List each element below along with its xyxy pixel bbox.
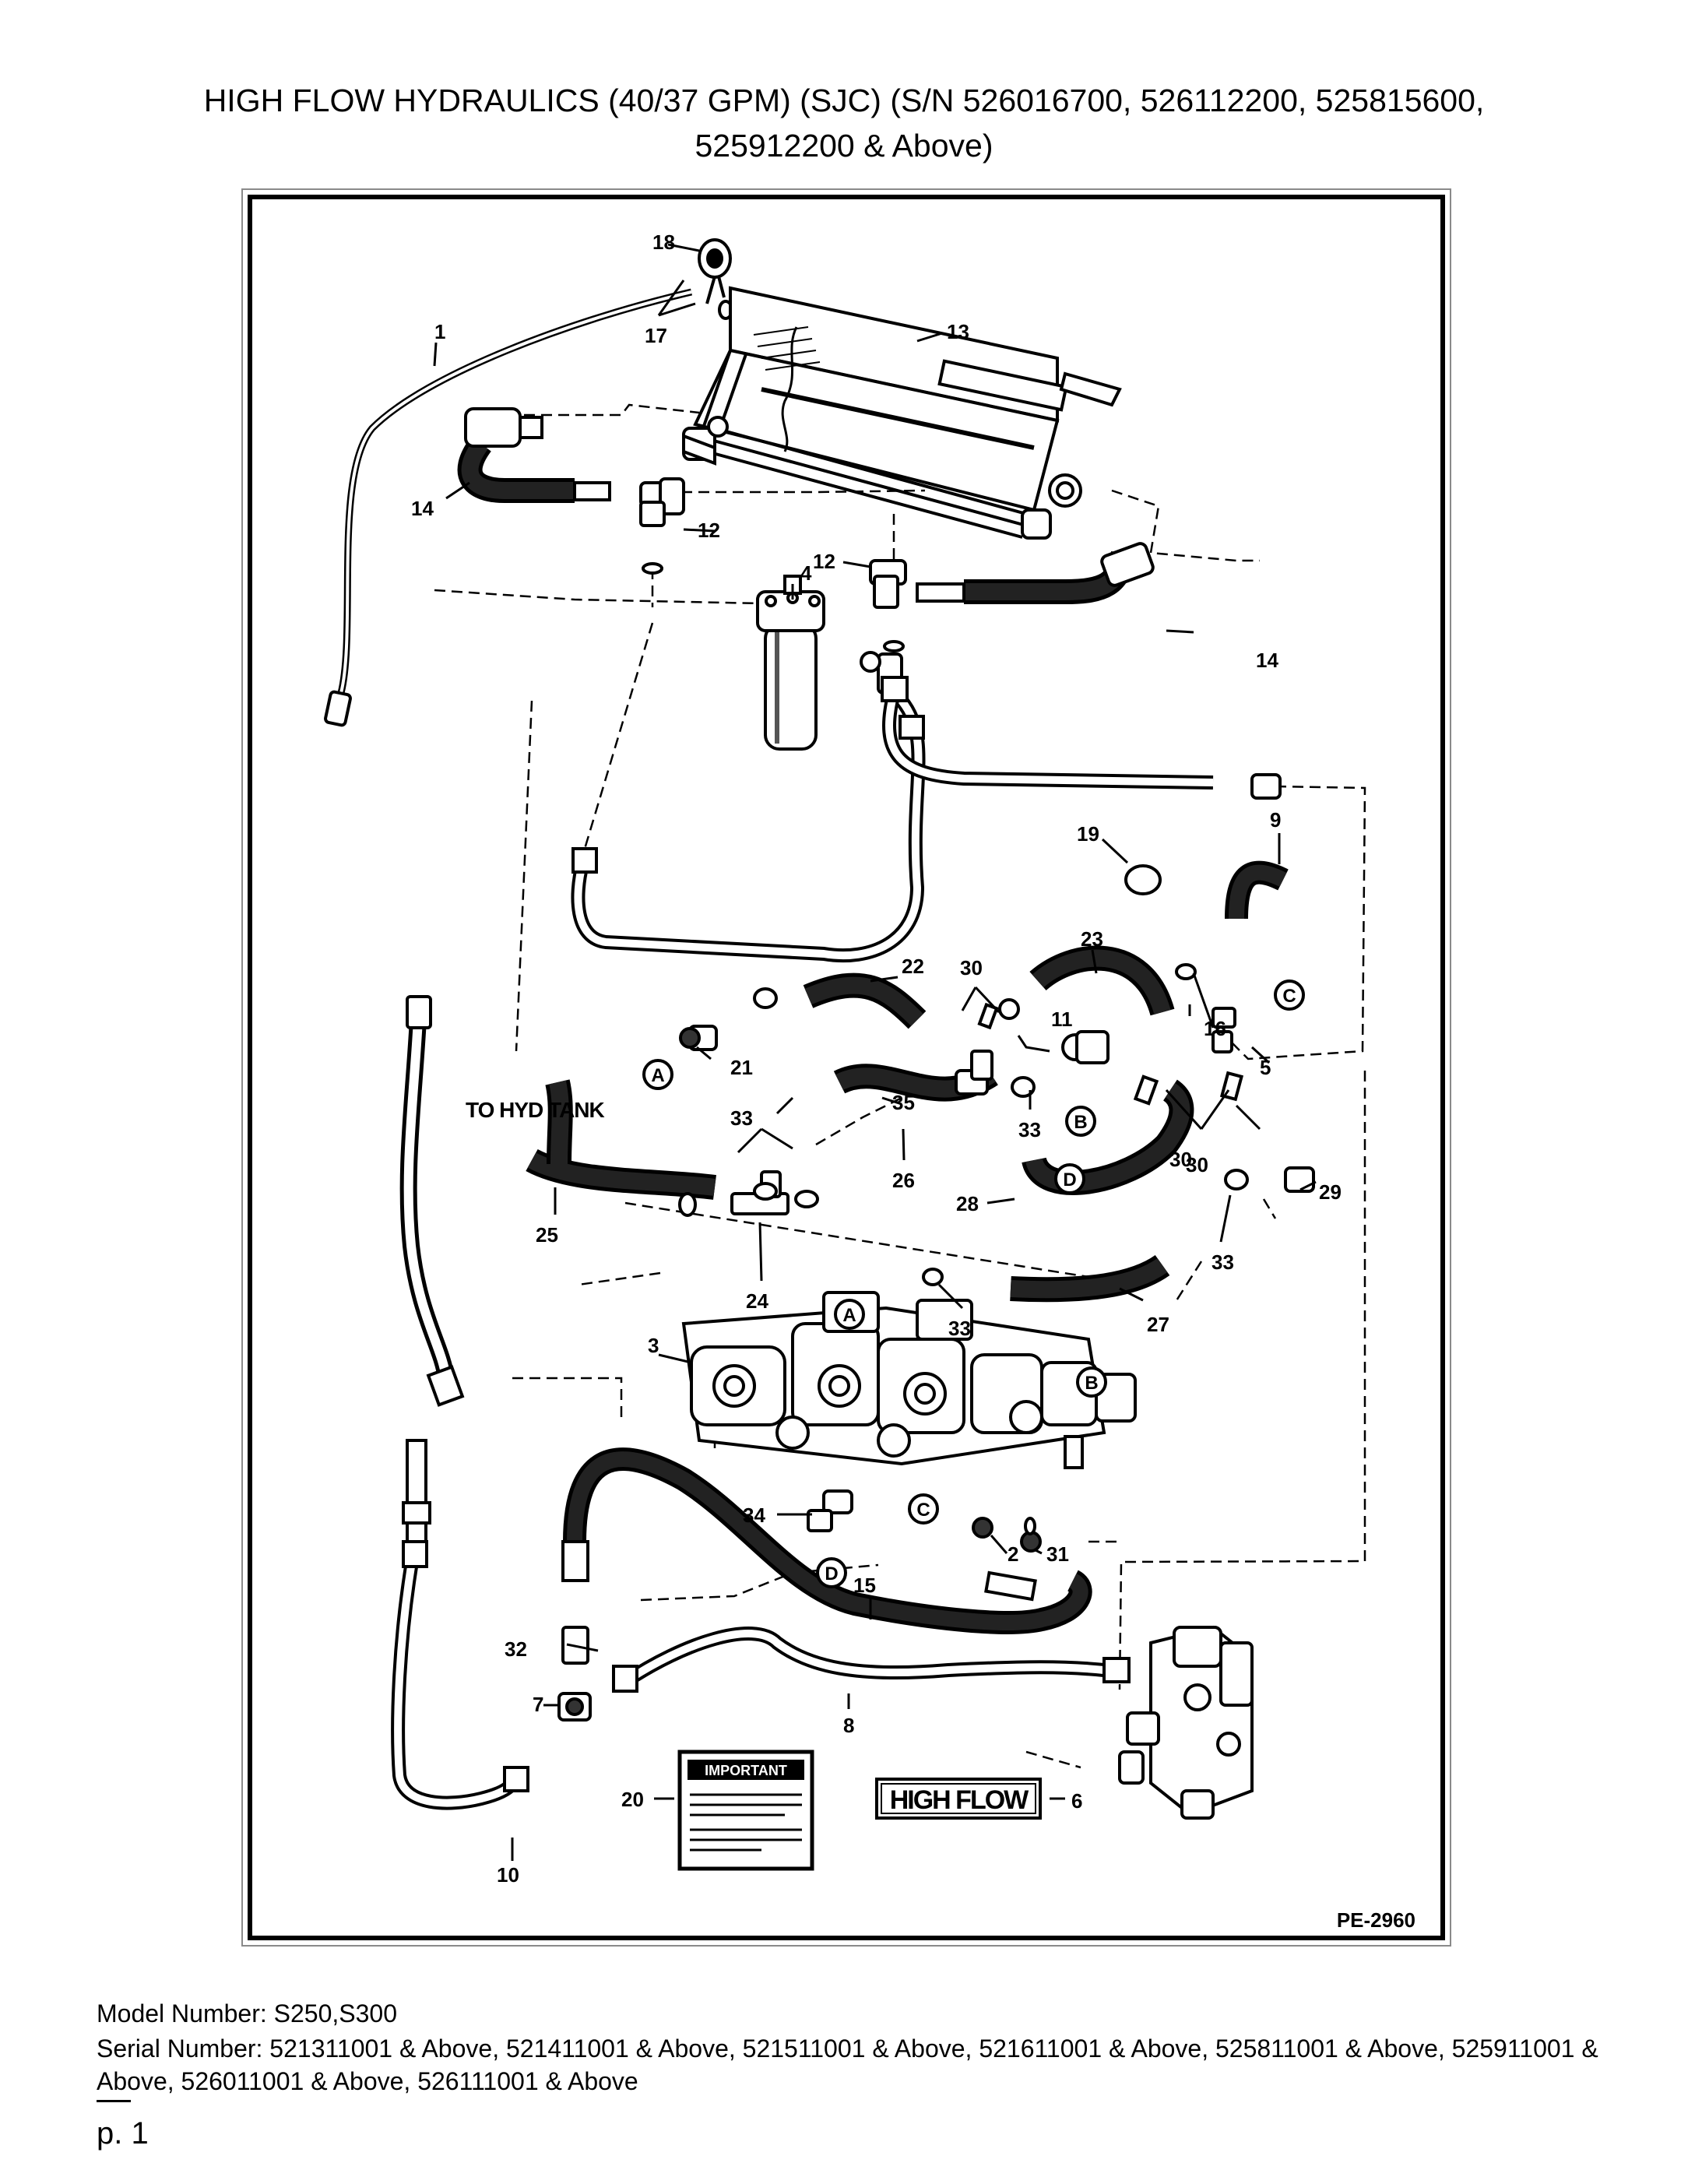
part-27-hose <box>1010 1254 1170 1303</box>
callout-34: 34 <box>743 1503 765 1527</box>
part-9-hose <box>1225 860 1289 920</box>
part-25-y-hose <box>526 1079 716 1200</box>
connection-marker-letters: A A B B C C D D <box>651 986 1296 1584</box>
important-decal: IMPORTANT <box>677 1750 814 1871</box>
model-number: Model Number: S250,S300 <box>97 1999 397 2027</box>
callout-13: 13 <box>947 320 969 343</box>
part-22-hose <box>803 972 927 1029</box>
part-12-elbow-left <box>639 477 685 575</box>
parts-34-2-31 <box>807 1489 1042 1553</box>
callout-31: 31 <box>1046 1542 1069 1566</box>
high-flow-text: HIGH FLOW <box>890 1785 1029 1815</box>
part-10-long-tube <box>399 995 465 1407</box>
callout-30-top: 30 <box>960 956 983 979</box>
filter-return-tube <box>571 696 926 963</box>
page-number: p. 1 <box>97 2116 149 2151</box>
part-19-clamp <box>1124 864 1162 895</box>
callout-leaders <box>433 243 1317 1861</box>
part-10-lower-tube <box>391 1439 529 1810</box>
part-28-hose <box>1022 1079 1194 1195</box>
callout-7: 7 <box>533 1693 543 1716</box>
page-title: HIGH FLOW HYDRAULICS (40/37 GPM) (SJC) (… <box>0 78 1688 168</box>
callout-14-right: 14 <box>1256 649 1278 672</box>
parts-32-7 <box>557 1626 592 1722</box>
part-14-hose-left <box>457 407 611 503</box>
callout-26: 26 <box>892 1169 915 1192</box>
part-18-fitting <box>698 238 733 320</box>
high-flow-decal: HIGH FLOW <box>875 1778 1042 1820</box>
diagram-outer-border <box>241 188 1451 1947</box>
marker-a-left: A <box>651 1065 664 1086</box>
callout-15: 15 <box>853 1574 876 1597</box>
callout-12-left: 12 <box>698 519 720 542</box>
callout-11: 11 <box>1051 1008 1073 1031</box>
callout-14-left: 14 <box>411 497 434 520</box>
callout-33-right: 33 <box>1211 1250 1234 1274</box>
important-heading: IMPORTANT <box>705 1763 787 1778</box>
callout-6: 6 <box>1071 1789 1082 1813</box>
to-hyd-tank-label: TO HYD TANK <box>466 1098 605 1122</box>
callout-8: 8 <box>843 1714 854 1737</box>
callout-4: 4 <box>800 561 812 585</box>
serial-number: Serial Number: 521311001 & Above, 521411… <box>97 2035 1598 2095</box>
callout-18: 18 <box>652 230 675 254</box>
part-14-hose-right <box>916 542 1155 604</box>
callout-2: 2 <box>1008 1542 1018 1566</box>
marker-d-hose: D <box>1063 1169 1076 1190</box>
part-3-pump-assembly <box>681 1291 1137 1469</box>
callout-25: 25 <box>536 1223 558 1247</box>
hose-clamps <box>678 963 1249 1286</box>
connection-markers <box>642 979 1305 1588</box>
callout-33-mid: 33 <box>1018 1118 1041 1141</box>
callout-32: 32 <box>505 1637 527 1661</box>
callout-33-lower: 33 <box>948 1317 971 1340</box>
marker-c-pump: C <box>916 1500 930 1521</box>
callout-1: 1 <box>434 320 445 343</box>
callout-28: 28 <box>956 1192 979 1215</box>
part-4-filter <box>756 575 903 751</box>
exploded-parts-diagram: A A B B C C D D <box>324 230 1415 1932</box>
callout-30-mid: 30 <box>1169 1148 1192 1171</box>
callout-30-right: 30 <box>1186 1153 1208 1176</box>
title-line-1: HIGH FLOW HYDRAULICS (40/37 GPM) (SJC) (… <box>203 83 1485 118</box>
part-23-hose <box>1029 945 1175 1016</box>
callout-21: 21 <box>730 1056 753 1079</box>
marker-b-pump: B <box>1085 1373 1098 1394</box>
callout-35: 35 <box>892 1091 915 1114</box>
part-6-valve <box>1118 1625 1254 1820</box>
callout-29: 29 <box>1319 1180 1342 1204</box>
callout-24: 24 <box>746 1289 768 1313</box>
callout-20: 20 <box>621 1788 644 1811</box>
callout-16: 16 <box>1204 1017 1226 1040</box>
callout-27: 27 <box>1147 1313 1169 1336</box>
title-line-2: 525912200 & Above) <box>695 128 993 164</box>
callout-33-tee: 33 <box>730 1106 753 1130</box>
marker-b-fitting: B <box>1074 1112 1087 1133</box>
cooler-return-tube <box>881 676 1282 800</box>
part-8-tube <box>612 1627 1131 1693</box>
part-15-pressure-hose <box>561 1447 1092 1634</box>
marker-d-fitting: D <box>825 1563 838 1584</box>
callout-10: 10 <box>497 1863 519 1887</box>
marker-a-pump: A <box>842 1305 856 1326</box>
part-12-elbow-right <box>869 559 907 652</box>
part-callouts: 1 2 3 4 5 6 7 8 9 10 11 12 12 13 14 14 1… <box>411 230 1342 1887</box>
callout-5: 5 <box>1260 1056 1271 1079</box>
callout-23: 23 <box>1081 927 1103 951</box>
callout-19: 19 <box>1077 822 1099 846</box>
drawing-number: PE-2960 <box>1337 1908 1415 1932</box>
callout-3: 3 <box>648 1334 659 1357</box>
footer-divider <box>97 2100 131 2102</box>
marker-c-fitting: C <box>1282 986 1296 1007</box>
callout-9: 9 <box>1270 808 1281 832</box>
callout-17: 17 <box>645 324 667 347</box>
part-13-oil-cooler <box>682 286 1122 540</box>
callout-12-right: 12 <box>813 550 835 573</box>
callout-22: 22 <box>902 955 924 978</box>
fittings <box>679 1002 1315 1193</box>
part-1-sensor-line <box>324 288 693 727</box>
